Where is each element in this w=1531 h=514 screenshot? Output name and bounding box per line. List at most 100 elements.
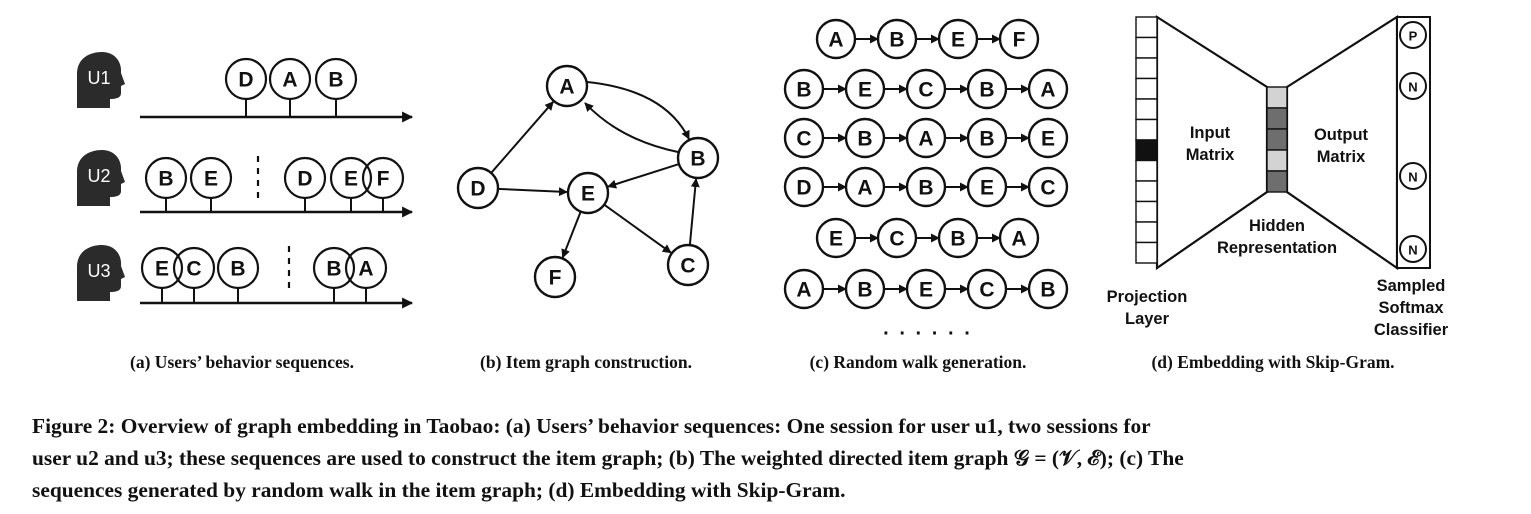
item-node	[329, 156, 373, 200]
item-node	[216, 246, 260, 290]
walk-node	[815, 217, 857, 259]
graph-node-b-label: B	[690, 148, 705, 171]
walk-node	[876, 18, 918, 60]
projection-cell	[1135, 36, 1158, 59]
projection-cell	[1135, 200, 1158, 223]
item-node-label: A	[282, 69, 297, 92]
graph-node-a-label: A	[559, 76, 574, 99]
output-node-label: N	[1408, 243, 1417, 258]
walk-node-label: B	[857, 128, 872, 151]
projection-cell	[1135, 57, 1158, 80]
walk-node	[783, 166, 825, 208]
hidden-cell	[1266, 86, 1288, 109]
walk-node-label: B	[979, 128, 994, 151]
walk-node-label: E	[919, 279, 933, 302]
walk-node	[966, 166, 1008, 208]
walk-node-label: A	[828, 29, 843, 52]
edge-b-e	[607, 163, 680, 189]
item-node-label: B	[326, 258, 341, 281]
walk-node-label: A	[1011, 228, 1026, 251]
walk-node-label: A	[918, 128, 933, 151]
walk-node	[844, 166, 886, 208]
edge-e-c	[603, 203, 672, 254]
walk-node-label: B	[918, 177, 933, 200]
walk-node	[937, 217, 979, 259]
walk-node	[1027, 268, 1069, 310]
item-node	[312, 246, 356, 290]
walk-node	[1027, 117, 1069, 159]
item-node	[224, 57, 268, 101]
walk-node-label: B	[857, 279, 872, 302]
walk-node-label: E	[980, 177, 994, 200]
walk-node	[966, 268, 1008, 310]
graph-node-b	[676, 136, 720, 180]
output-node	[1399, 235, 1427, 263]
edge-a-b	[586, 81, 690, 140]
walk-node	[937, 18, 979, 60]
item-node	[283, 156, 327, 200]
output-matrix-label: Matrix	[1317, 148, 1366, 166]
walk-node-label: E	[829, 228, 843, 251]
item-node-label: E	[344, 168, 358, 191]
graph-node-a	[545, 64, 589, 108]
walk-node-label: C	[889, 228, 904, 251]
item-node	[344, 246, 388, 290]
item-node-label: B	[158, 168, 173, 191]
walk-node-label: B	[796, 79, 811, 102]
projection-cell	[1135, 118, 1158, 141]
walk-node	[905, 68, 947, 110]
hidden-cell	[1266, 170, 1288, 193]
user-head-icon	[77, 150, 125, 206]
caption-line-1: Figure 2: Overview of graph embedding in…	[32, 414, 1151, 438]
walk-node-label: E	[858, 79, 872, 102]
output-node-label: P	[1409, 29, 1418, 44]
walk-node-label: A	[1040, 79, 1055, 102]
projection-cell	[1135, 159, 1158, 182]
projection-layer-label: Projection	[1107, 288, 1188, 306]
hidden-cell	[1266, 107, 1288, 130]
hidden-representation-label: Hidden	[1249, 217, 1305, 235]
graph-node-c	[666, 243, 710, 287]
item-node-label: E	[155, 258, 169, 281]
walk-node-label: C	[918, 79, 933, 102]
walk-node-label: C	[979, 279, 994, 302]
item-node-label: D	[297, 168, 312, 191]
walk-node-label: B	[979, 79, 994, 102]
item-node	[268, 57, 312, 101]
caption-panel-c: (c) Random walk generation.	[809, 352, 1027, 372]
caption-line-2: user u2 and u3; these sequences are used…	[32, 446, 1184, 470]
user-label-u1: U1	[87, 68, 110, 88]
walk-node-label: C	[796, 128, 811, 151]
projection-cell	[1135, 180, 1158, 203]
graph-node-e-label: E	[581, 183, 595, 206]
graph-node-d-label: D	[470, 178, 485, 201]
walk-node	[876, 217, 918, 259]
item-node-label: E	[204, 168, 218, 191]
graph-node-f-label: F	[549, 267, 562, 290]
output-node-label: N	[1408, 170, 1417, 185]
walk-node-label: A	[796, 279, 811, 302]
walk-node-label: E	[1041, 128, 1055, 151]
walk-ellipsis: · · · · · ·	[883, 323, 973, 345]
walk-node	[966, 117, 1008, 159]
projection-cell	[1135, 77, 1158, 100]
item-node	[189, 156, 233, 200]
item-node-label: B	[230, 258, 245, 281]
figure-caption: Figure 2: Overview of graph embedding in…	[32, 410, 1502, 506]
input-matrix-label: Matrix	[1186, 146, 1235, 164]
projection-cell	[1135, 16, 1158, 39]
edge-e-f	[561, 211, 582, 259]
walk-node	[783, 117, 825, 159]
walk-node-label: C	[1040, 177, 1055, 200]
item-node-label: C	[186, 258, 201, 281]
user-head-icon	[77, 52, 125, 108]
output-matrix-label: Output	[1314, 126, 1369, 144]
projection-active-cell	[1135, 139, 1158, 162]
hidden-representation-label: Representation	[1217, 239, 1337, 257]
item-node-label: F	[377, 168, 390, 191]
item-node	[144, 156, 188, 200]
hidden-cell	[1266, 128, 1288, 151]
walk-node	[844, 117, 886, 159]
